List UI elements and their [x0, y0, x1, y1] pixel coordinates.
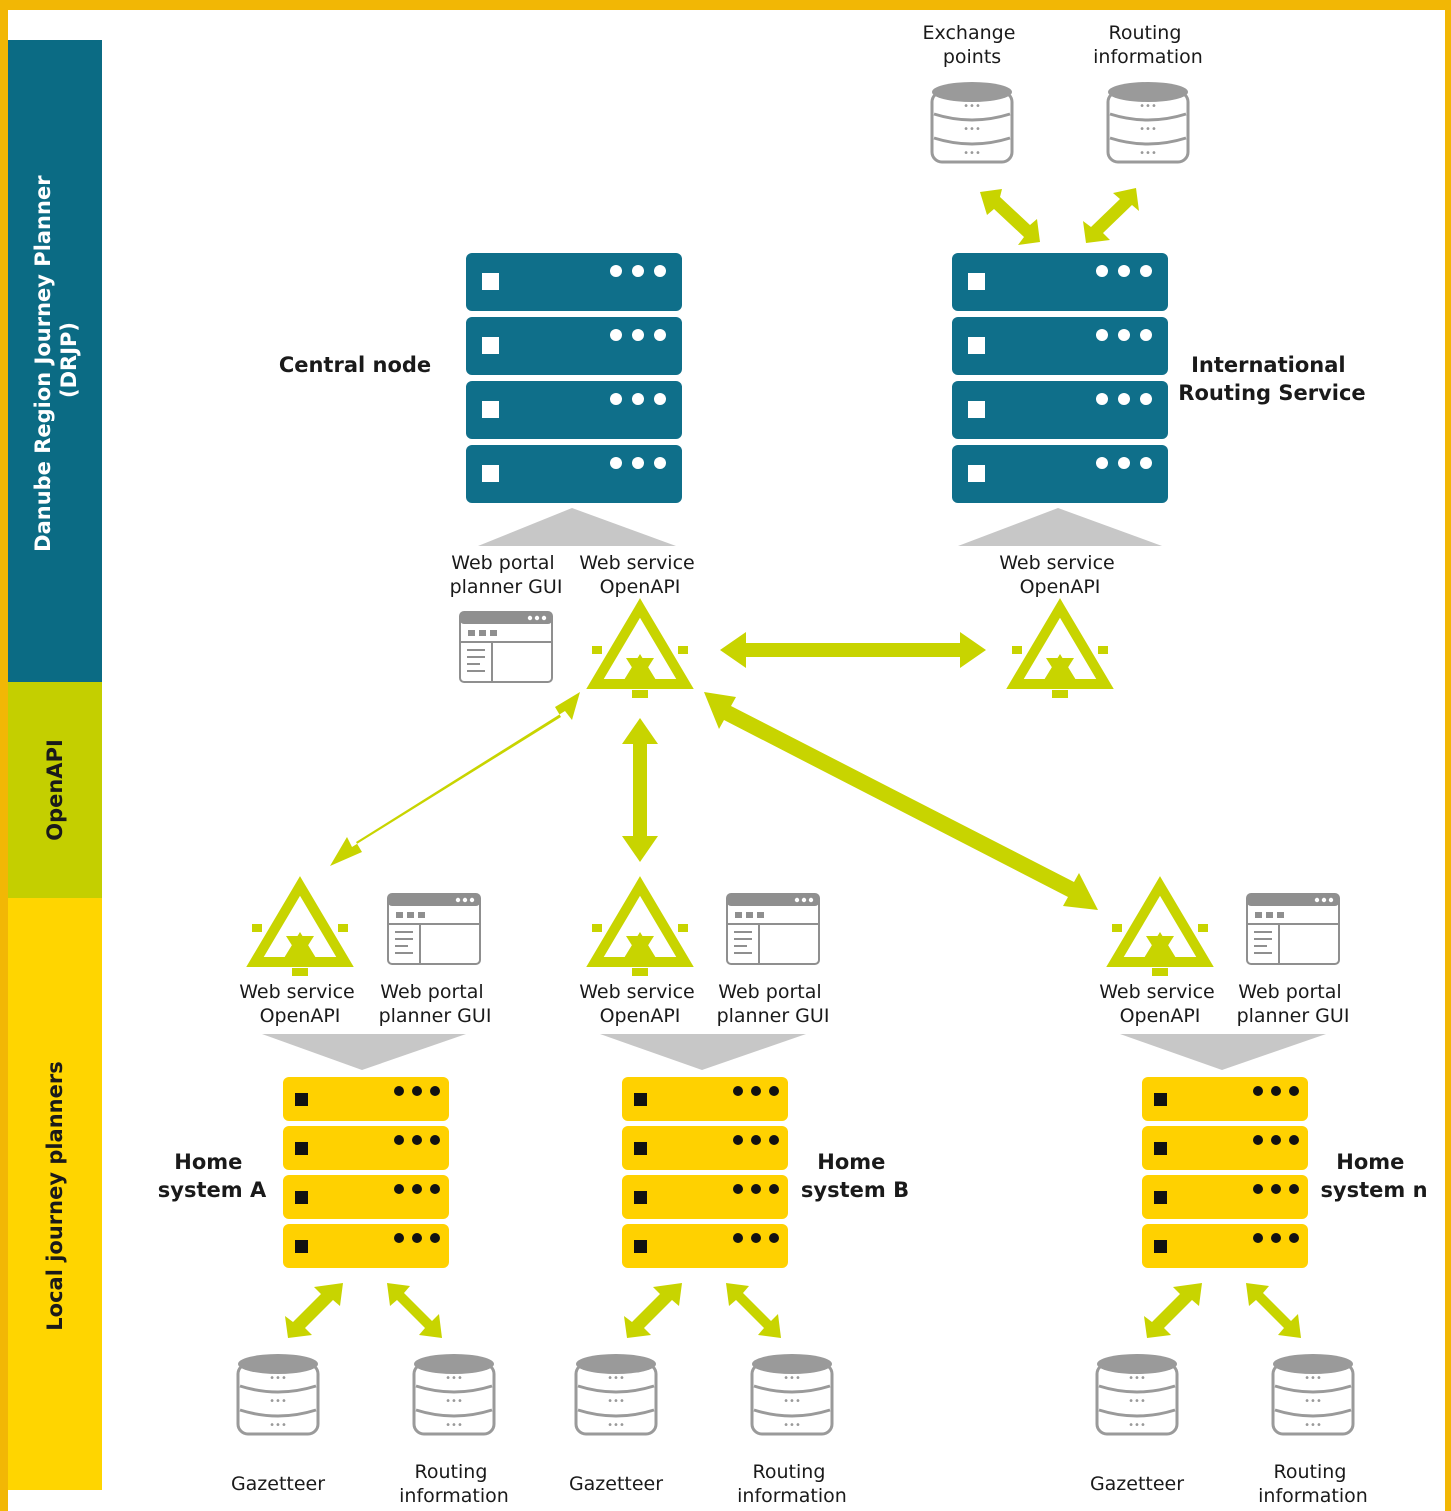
- home-n-arrow-gazetteer: [1144, 1283, 1202, 1338]
- central-web-service-label: Web service OpenAPI: [579, 552, 701, 598]
- home-a-label: Home system A: [158, 1150, 267, 1202]
- arrow-central-home-n: [704, 692, 1098, 910]
- home-n-label: Home system n: [1320, 1150, 1427, 1202]
- band-local: [8, 898, 102, 1490]
- rs-routing-information-label: Routing information: [1093, 22, 1203, 68]
- rs-routing-information-database-icon: [1106, 80, 1190, 164]
- home-b-label: Home system B: [801, 1150, 909, 1202]
- home-system-b: Web service OpenAPI Web portal planner G…: [569, 886, 909, 1507]
- home-b-server-icon: [622, 1077, 788, 1268]
- arrows: [330, 188, 1139, 910]
- central-node-server-icon: [466, 253, 682, 503]
- central-web-portal-label: Web portal planner GUI: [450, 552, 563, 598]
- band-openapi: [8, 682, 102, 898]
- home-b-web-portal-label: Web portal planner GUI: [717, 981, 830, 1027]
- exchange-points-label: Exchange points: [923, 22, 1022, 68]
- home-n-gazetteer-database-icon: [1095, 1352, 1179, 1436]
- routing-service-web-service-label: Web service OpenAPI: [999, 552, 1121, 598]
- home-a-gazetteer-database-icon: [236, 1352, 320, 1436]
- exchange-points-database-icon: [930, 80, 1014, 164]
- home-n-web-service-label: Web service OpenAPI: [1099, 981, 1221, 1027]
- home-n-server-icon: [1142, 1077, 1308, 1268]
- arrow-central-routing: [720, 632, 986, 668]
- home-a-connector: [262, 1034, 466, 1070]
- central-node-label: Central node: [279, 353, 431, 377]
- routing-service-label: International Routing Service: [1178, 353, 1365, 405]
- home-a-routing-database-icon: [412, 1352, 496, 1436]
- home-system-a: Web service OpenAPI Web portal planner G…: [158, 886, 509, 1507]
- home-b-arrow-routing: [726, 1283, 781, 1338]
- home-system-n: Web service OpenAPI Web portal planner G…: [1090, 886, 1428, 1507]
- arrow-central-home-a: [330, 692, 580, 866]
- home-b-web-service-label: Web service OpenAPI: [579, 981, 701, 1027]
- home-a-arrow-routing: [387, 1283, 442, 1338]
- home-n-arrow-routing: [1246, 1283, 1301, 1338]
- home-n-browser-window-icon: [1246, 893, 1340, 965]
- band-drjp-label: Danube Region Journey Planner (DRJP): [31, 168, 81, 552]
- arrow-central-home-b: [622, 718, 658, 862]
- home-a-web-portal-label: Web portal planner GUI: [379, 981, 492, 1027]
- home-a-arrow-gazetteer: [285, 1283, 343, 1338]
- home-b-gazetteer-database-icon: [574, 1352, 658, 1436]
- home-n-web-portal-label: Web portal planner GUI: [1237, 981, 1350, 1027]
- home-b-routing-label: Routing information: [737, 1461, 847, 1507]
- central-connector: [478, 508, 676, 546]
- home-b-routing-database-icon: [750, 1352, 834, 1436]
- home-a-web-service-label: Web service OpenAPI: [239, 981, 361, 1027]
- home-n-routing-label: Routing information: [1258, 1461, 1368, 1507]
- home-a-gazetteer-label: Gazetteer: [231, 1473, 325, 1495]
- home-a-routing-label: Routing information: [399, 1461, 509, 1507]
- arrow-rs-routing-info: [1083, 188, 1139, 243]
- home-b-gazetteer-label: Gazetteer: [569, 1473, 663, 1495]
- home-b-arrow-gazetteer: [624, 1283, 682, 1338]
- band-local-label: Local journey planners: [43, 1061, 67, 1330]
- home-b-connector: [600, 1034, 806, 1070]
- band-drjp: [8, 40, 102, 682]
- home-a-server-icon: [283, 1077, 449, 1268]
- arrow-exchange-points: [980, 189, 1040, 245]
- home-b-browser-window-icon: [726, 893, 820, 965]
- home-n-gazetteer-label: Gazetteer: [1090, 1473, 1184, 1495]
- central-browser-window-icon: [459, 611, 553, 683]
- routing-service-server-icon: [952, 253, 1168, 503]
- band-openapi-label: OpenAPI: [43, 739, 67, 841]
- home-n-routing-database-icon: [1271, 1352, 1355, 1436]
- home-n-connector: [1120, 1034, 1326, 1070]
- routing-service-connector: [958, 508, 1162, 546]
- home-a-browser-window-icon: [387, 893, 481, 965]
